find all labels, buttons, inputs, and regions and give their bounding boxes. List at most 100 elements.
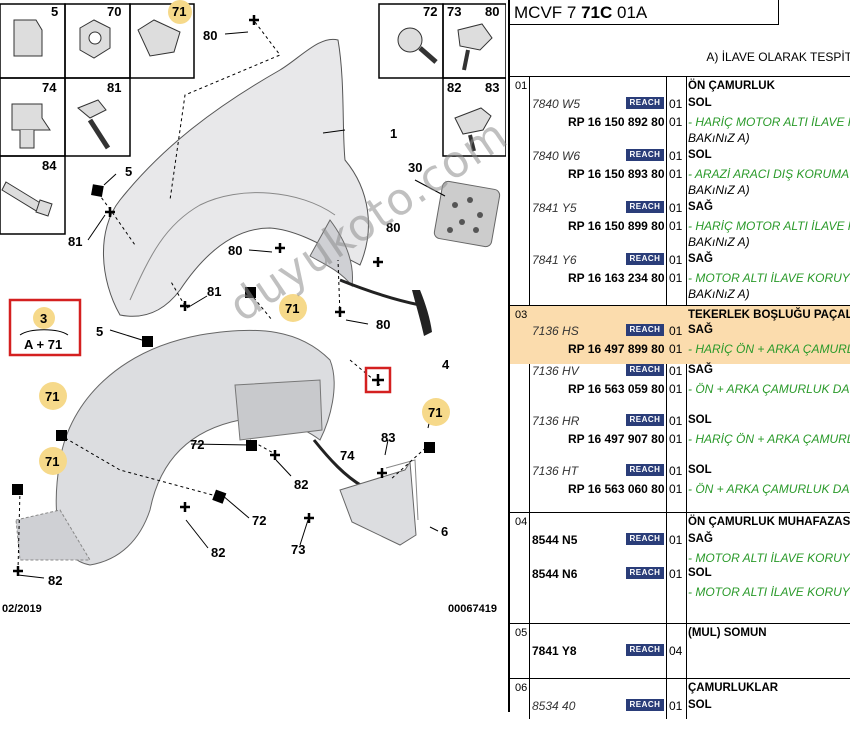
reach-badge: REACH xyxy=(626,324,664,336)
side-label: SOL xyxy=(688,149,712,161)
quantity: 01 xyxy=(669,97,683,111)
column-divider xyxy=(529,77,530,305)
quantity-2: 01 xyxy=(669,432,683,446)
inset-label-72: 72 xyxy=(423,4,437,19)
reach-badge: REACH xyxy=(626,201,664,213)
inset-grid-right xyxy=(378,3,506,157)
callout-80c: 80 xyxy=(386,220,400,235)
inset-label-82: 82 xyxy=(447,80,461,95)
callout-82: 82 xyxy=(294,477,308,492)
quantity-2: 01 xyxy=(669,219,683,233)
inset-label-71: 71 xyxy=(172,4,186,19)
column-divider xyxy=(686,306,687,512)
quantity-2: 01 xyxy=(669,271,683,285)
column-divider xyxy=(686,624,687,678)
inset-label-84: 84 xyxy=(42,158,57,173)
bolt-crosses xyxy=(13,15,387,576)
column-divider xyxy=(529,624,530,678)
group-number: 06 xyxy=(515,682,528,694)
column-divider xyxy=(529,513,530,623)
side-label: SOL xyxy=(688,414,712,426)
panel-note: A) İLAVE OLARAK TESPİT xyxy=(706,50,850,64)
part-code: 7136 HS xyxy=(532,324,579,338)
inset-label-74: 74 xyxy=(42,80,57,95)
reach-badge: REACH xyxy=(626,253,664,265)
clips-bag xyxy=(433,180,501,248)
column-divider xyxy=(666,624,667,678)
reference-number: RP 16 563 059 80 xyxy=(568,382,665,396)
condition-text: - ARAZİ ARACI DIŞ KORUMA xyxy=(688,167,850,181)
side-label: SOL xyxy=(688,699,712,711)
part-code: 7840 W6 xyxy=(532,149,581,163)
column-divider xyxy=(529,306,530,512)
condition-text: - HARİÇ MOTOR ALTI İLAVE K xyxy=(688,115,850,129)
quantity: 01 xyxy=(669,567,683,581)
quantity: 01 xyxy=(669,201,683,215)
reach-badge: REACH xyxy=(626,644,664,656)
catalog-header: MCVF 7 71C 01A xyxy=(510,0,779,25)
quantity-2: 01 xyxy=(669,482,683,496)
callout-81b: 81 xyxy=(207,284,221,299)
reference-number: RP 16 150 892 80 xyxy=(568,115,665,129)
callout-1: 1 xyxy=(390,126,397,141)
highlight-cross xyxy=(372,374,384,386)
callout-4: 4 xyxy=(442,357,450,372)
leader-solid xyxy=(17,31,446,579)
diagram-ref-number: 00067419 xyxy=(448,603,497,615)
condition-text: - MOTOR ALTI İLAVE KORUYU xyxy=(688,271,850,285)
inset-grid-left xyxy=(0,3,195,235)
kit-label-bottom: A + 71 xyxy=(24,337,62,352)
reference-number: RP 16 497 899 80 xyxy=(568,342,665,356)
mud-flap xyxy=(339,459,419,546)
quantity: 01 xyxy=(669,464,683,478)
side-label: SAĞ xyxy=(688,253,713,265)
kit-label-box: 3 A + 71 xyxy=(8,298,82,357)
condition-text: - MOTOR ALTI İLAVE KORUYU xyxy=(688,585,850,599)
reach-badge: REACH xyxy=(626,699,664,711)
part-code: 7841 Y8 xyxy=(532,644,577,658)
group-title: ÖN ÇAMURLUK xyxy=(688,80,775,92)
condition-ref: BAKıNıZ A) xyxy=(688,183,750,197)
inset-label-81: 81 xyxy=(107,80,121,95)
inset-right-sketches xyxy=(397,23,493,152)
reference-number: RP 16 497 907 80 xyxy=(568,432,665,446)
inset-71-marker xyxy=(168,0,192,24)
reach-badge: REACH xyxy=(626,149,664,161)
inset-label-83: 83 xyxy=(485,80,499,95)
callout-80b: 80 xyxy=(228,243,242,258)
part-code: 7136 HT xyxy=(532,464,579,478)
wheel-arch-liner xyxy=(15,329,335,566)
side-label: SOL xyxy=(688,97,712,109)
quantity: 01 xyxy=(669,364,683,378)
callouts: 80 1 30 5 81 80 80 81 71 5 80 4 71 72 83… xyxy=(45,28,450,588)
callout-82b: 82 xyxy=(211,545,225,560)
yellow-circles xyxy=(39,294,450,475)
callout-71c: 71 xyxy=(45,454,59,469)
part-code: 8534 40 xyxy=(532,699,576,713)
column-divider xyxy=(686,679,687,719)
reach-badge: REACH xyxy=(626,414,664,426)
highlight-box xyxy=(364,366,392,394)
callout-72b: 72 xyxy=(252,513,266,528)
diagram-svg: 5 70 71 74 81 84 72 73 80 82 83 xyxy=(0,0,506,588)
header-code: MCVF 7 xyxy=(514,3,577,22)
part-code: 7136 HR xyxy=(532,414,580,428)
